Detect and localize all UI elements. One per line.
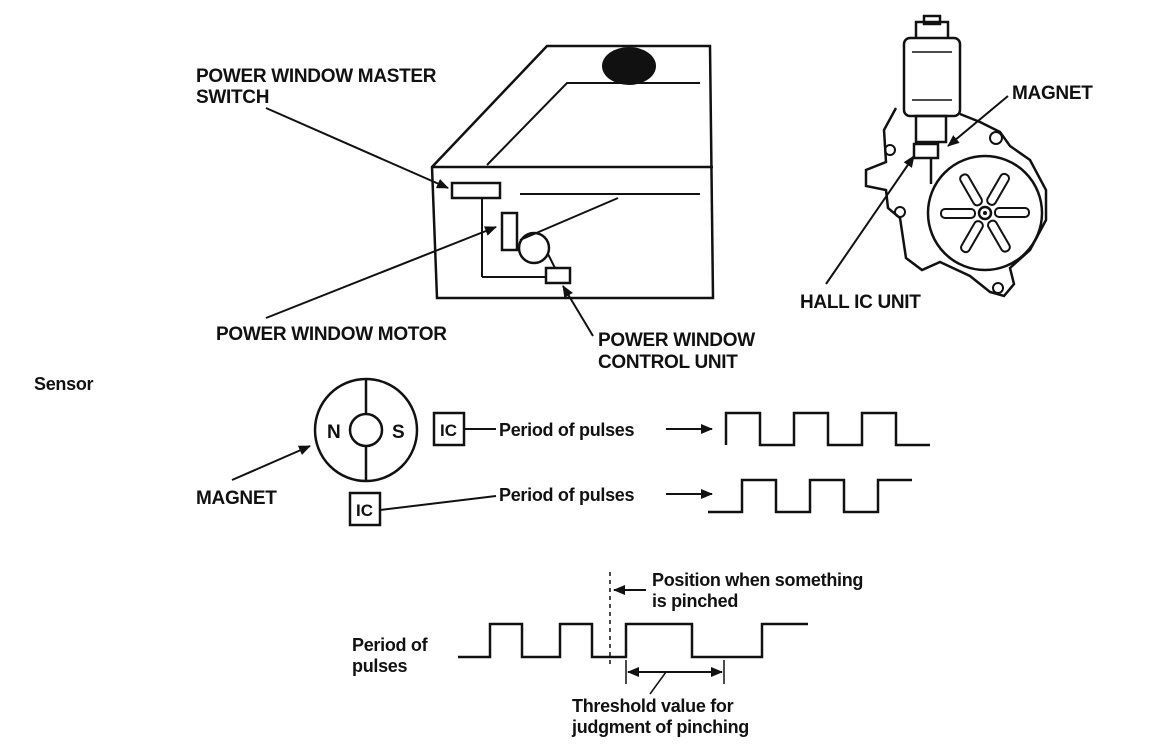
gear-wheel	[926, 154, 1044, 272]
magnet-sensor-leader	[231, 445, 311, 481]
master-switch-label-2: SWITCH	[196, 87, 269, 108]
sensor-heading: Sensor	[34, 374, 94, 394]
magnet-top-leader	[947, 95, 1009, 147]
door-illustration	[430, 44, 715, 300]
shaft-collar	[914, 114, 948, 144]
master-switch-leader	[265, 107, 449, 189]
ic-label-2: IC	[356, 501, 373, 520]
side-mirror	[602, 47, 656, 85]
pinched-label-1: Position when something	[652, 570, 863, 590]
armature-housing	[902, 36, 962, 118]
threshold-dimension	[625, 660, 725, 695]
period-of-pulses-label-2: Period of pulses	[499, 485, 635, 505]
control-unit-box	[544, 266, 572, 285]
period-label-1: Period of	[352, 635, 429, 655]
pulse-waveforms	[708, 411, 930, 514]
hall-ic-leader	[825, 155, 915, 285]
hall-ic-unit-label: HALL IC UNIT	[800, 292, 921, 313]
master-switch-label-1: POWER WINDOW MASTER	[196, 66, 437, 87]
motor-assembly	[864, 14, 1048, 298]
magnet-sensor-label: MAGNET	[196, 488, 277, 509]
period-of-pulses-label-1: Period of pulses	[499, 420, 635, 440]
motor-body	[500, 211, 519, 252]
threshold-label-2: judgment of pinching	[571, 717, 749, 737]
magnet-inner-circle	[348, 412, 384, 448]
pulse-waveform-1	[724, 411, 930, 447]
magnet-ring	[313, 377, 419, 483]
master-switch-box	[450, 181, 502, 200]
motor-leaders	[825, 95, 1009, 285]
control-unit-label-2: CONTROL UNIT	[598, 352, 738, 373]
control-unit-leader	[562, 285, 594, 337]
door-outline	[430, 44, 715, 300]
door-leaders	[265, 107, 594, 337]
magnet-top-label: MAGNET	[1012, 83, 1093, 104]
gear-housing	[864, 107, 1048, 298]
threshold-label-1: Threshold value for	[572, 696, 734, 716]
period-label-2: pulses	[352, 656, 408, 676]
mount-holes	[884, 131, 1004, 294]
hall-sensor-block	[912, 142, 940, 160]
motor-leader	[265, 226, 497, 319]
gear-spokes	[940, 172, 1030, 254]
south-pole-label: S	[392, 422, 405, 443]
ic-label-1: IC	[440, 421, 457, 440]
window-frame	[486, 82, 700, 166]
threshold-leader	[649, 671, 667, 695]
control-unit-label-1: POWER WINDOW	[598, 330, 755, 351]
pinch-waveform	[458, 622, 808, 659]
motor-drum	[517, 231, 551, 265]
pulse-waveform-2	[708, 478, 912, 514]
north-pole-label: N	[327, 422, 341, 443]
pinched-label-2: is pinched	[652, 591, 738, 611]
window-motor-label: POWER WINDOW MOTOR	[216, 324, 447, 345]
